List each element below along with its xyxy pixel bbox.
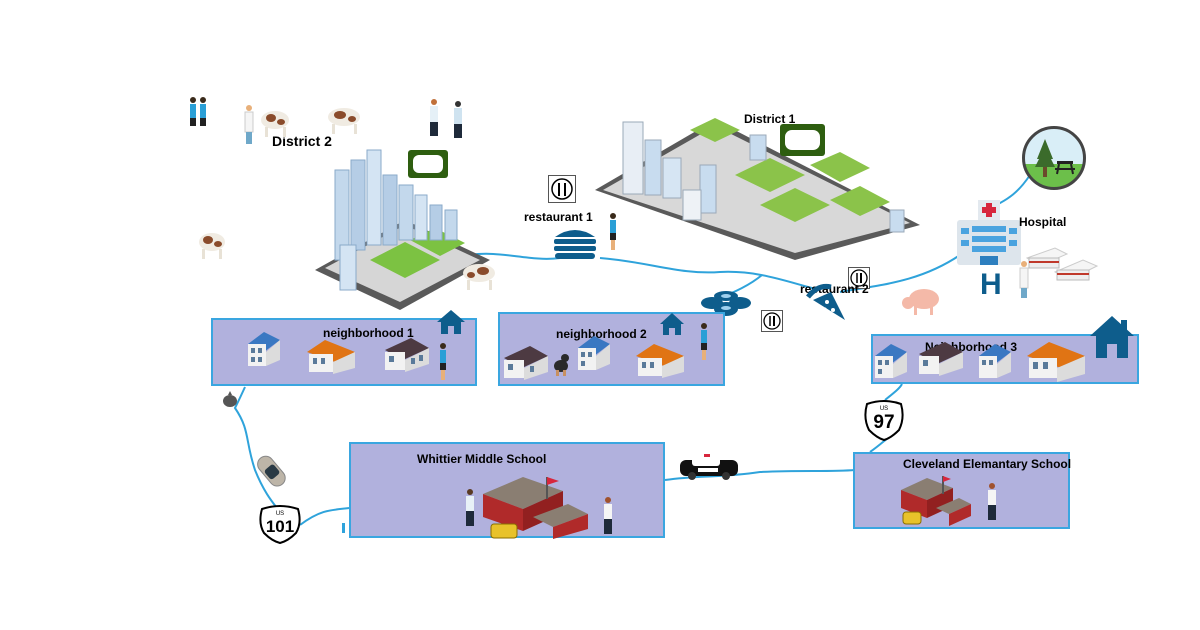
doctor-icon bbox=[1018, 260, 1030, 300]
home-icon bbox=[1090, 316, 1134, 363]
home-icon bbox=[660, 313, 684, 340]
ambulance-icons bbox=[1025, 240, 1100, 285]
house-icon bbox=[383, 336, 431, 379]
city-blocks-illustration bbox=[315, 149, 490, 310]
doctor-icon bbox=[243, 104, 255, 146]
cow-icon bbox=[255, 102, 293, 140]
neighborhood-1-label: neighborhood 1 bbox=[323, 326, 414, 340]
dog-icon bbox=[550, 352, 572, 383]
trash-bag-icon bbox=[222, 390, 238, 413]
cutlery-icon[interactable] bbox=[761, 310, 783, 332]
school-building-icon bbox=[891, 472, 971, 533]
link-highway101-whittier bbox=[299, 507, 351, 526]
link-restaurant2-hospital bbox=[839, 254, 961, 293]
park-icon[interactable] bbox=[1022, 126, 1086, 190]
restaurant-1-label: restaurant 1 bbox=[524, 210, 593, 224]
pig-icon bbox=[900, 283, 942, 319]
businessmen-icon bbox=[428, 98, 466, 140]
house-icon bbox=[917, 340, 965, 383]
shield-number: 97 bbox=[873, 412, 895, 433]
man-icon bbox=[463, 488, 477, 533]
house-icon bbox=[1025, 340, 1087, 389]
man-icon bbox=[601, 496, 615, 541]
house-icon bbox=[576, 334, 610, 377]
whittier-label: Whittier Middle School bbox=[417, 452, 547, 466]
house-icon bbox=[502, 344, 550, 387]
district-1-city[interactable] bbox=[595, 110, 925, 260]
whittier-school-zone[interactable]: Whittier Middle School bbox=[349, 442, 665, 541]
cow-icon bbox=[322, 100, 364, 138]
shield-number: 101 bbox=[265, 517, 295, 536]
cow-icon bbox=[457, 257, 499, 293]
school-building-icon bbox=[463, 469, 593, 544]
connector-stub bbox=[342, 523, 345, 533]
restaurant-2-label: restaurant 2 bbox=[800, 282, 869, 296]
house-icon bbox=[873, 342, 907, 387]
house-icon bbox=[246, 330, 280, 373]
neighborhood-1-zone[interactable]: neighborhood 1 bbox=[211, 318, 477, 386]
house-icon bbox=[977, 342, 1011, 387]
neighborhood-2-zone[interactable]: neighborhood 2 bbox=[498, 312, 725, 386]
hospital-label: Hospital bbox=[1019, 215, 1067, 229]
district-2-city[interactable] bbox=[315, 149, 490, 310]
link-district2-restaurant1 bbox=[469, 252, 561, 260]
people-icon bbox=[188, 96, 210, 138]
shield-country: US bbox=[275, 511, 285, 517]
cleveland-school-zone[interactable]: Cleveland Elemantary School bbox=[853, 452, 1072, 529]
house-icon bbox=[634, 342, 686, 385]
highway-us-101-shield[interactable]: US 101 bbox=[258, 505, 302, 545]
sushi-icon bbox=[700, 288, 752, 318]
restaurant-1-cutlery-icon[interactable] bbox=[548, 175, 576, 203]
cleveland-label: Cleveland Elemantary School bbox=[903, 457, 1072, 471]
cow-icon bbox=[194, 224, 230, 262]
woman-icon bbox=[698, 322, 710, 367]
neighborhood-2-label: neighborhood 2 bbox=[556, 327, 647, 341]
man-icon bbox=[985, 482, 999, 527]
neighborhood-3-zone[interactable]: Neighborhood 3 bbox=[871, 334, 1139, 384]
restaurant-2-cutlery-icon[interactable] bbox=[848, 267, 870, 289]
pizza-icon bbox=[803, 282, 848, 322]
link-restaurant1-restaurant2 bbox=[599, 257, 821, 291]
burger-icon bbox=[552, 227, 598, 263]
woman-icon bbox=[607, 212, 619, 252]
police-car-icon bbox=[678, 452, 740, 485]
hospital-building[interactable] bbox=[955, 200, 1025, 300]
sedan-car-icon bbox=[250, 448, 290, 499]
hospital-h-icon: H bbox=[980, 268, 1002, 301]
district-1-label: District 1 bbox=[744, 112, 796, 126]
shield-country: US bbox=[879, 406, 889, 412]
city-grid-illustration bbox=[595, 118, 920, 260]
link-highway97-neighborhood3 bbox=[884, 383, 903, 401]
woman-icon bbox=[437, 342, 449, 387]
house-icon bbox=[305, 338, 357, 381]
home-icon bbox=[437, 310, 465, 339]
district-2-money-icon bbox=[408, 150, 448, 178]
district-1-money-icon bbox=[780, 124, 825, 156]
district-2-label: District 2 bbox=[272, 133, 332, 149]
link-neighborhood1-highway101 bbox=[233, 386, 281, 513]
highway-us-97-shield[interactable]: US 97 bbox=[863, 400, 905, 442]
